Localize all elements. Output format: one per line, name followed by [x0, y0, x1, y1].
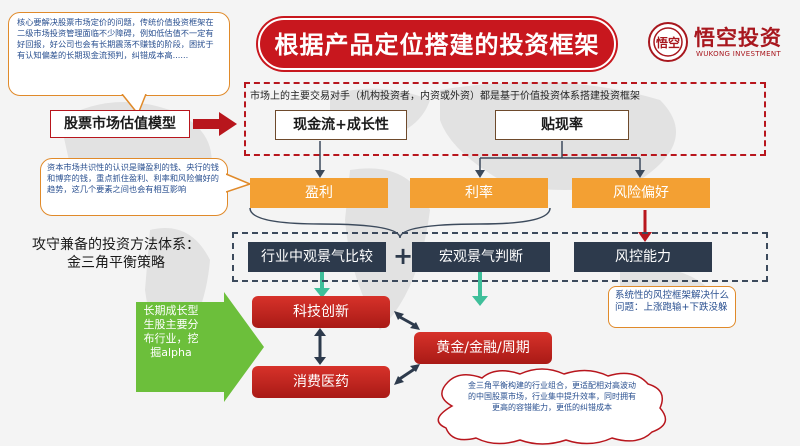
- methods-label: 攻守兼备的投资方法体系： 金三角平衡策略: [32, 236, 200, 272]
- logo-name: 悟空投资: [694, 26, 782, 50]
- callout-pricing-text: 核心要解决股票市场定价的问题，传统价值投资框架在二级市场投资管理面临不少障碍，例…: [17, 17, 214, 60]
- valuation-model-label: 股票市场估值模型: [50, 110, 190, 138]
- method-macro-judgement: 宏观景气判断: [412, 242, 550, 272]
- method-risk-control: 风控能力: [574, 242, 712, 272]
- methods-frame: [232, 232, 768, 282]
- callout-pricing-problem: 核心要解决股票市场定价的问题，传统价值投资框架在二级市场投资管理面临不少障碍，例…: [8, 12, 230, 96]
- logo-subtitle: WUKONG INVESTMENT: [696, 50, 781, 58]
- risk-control-note: 系统性的风控框架解决什么问题：上涨跑输+下跌没躲: [608, 286, 736, 328]
- callout-pointer-2: [226, 173, 252, 193]
- page-title: 根据产品定位搭建的投资框架: [258, 18, 616, 70]
- growth-arrow-text: 长期成长型生股主要分布行业，挖掘alpha: [143, 304, 199, 359]
- factor-earnings: 盈利: [250, 178, 388, 208]
- callout-consensus: 资本市场共识性的认识是赚盈利的钱、央行的钱和博弈的钱，重点抓住盈利、利率和风险偏…: [40, 158, 228, 216]
- sector-tech-innovation: 科技创新: [252, 296, 390, 328]
- risk-control-note-text: 系统性的风控框架解决什么问题：上涨跑输+下跌没躲: [615, 290, 730, 313]
- sector-gold-finance-cycle: 黄金/金融/周期: [414, 332, 552, 364]
- valuation-frame: [244, 82, 766, 156]
- method-industry-comparison: 行业中观景气比较: [248, 242, 386, 272]
- plus-sign: +: [393, 242, 414, 270]
- sector-consumer-healthcare: 消费医药: [252, 366, 390, 398]
- methods-label-line1: 攻守兼备的投资方法体系：: [32, 237, 200, 253]
- arrow-right-icon: [193, 112, 237, 136]
- factor-interest-rate: 利率: [410, 178, 548, 208]
- factor-risk-appetite: 风险偏好: [572, 178, 710, 208]
- cashflow-growth-box: 现金流+成长性: [275, 110, 407, 140]
- methods-label-line2: 金三角平衡策略: [67, 255, 165, 271]
- logo-seal-text: 悟空: [656, 35, 680, 50]
- cloud-shape: [437, 368, 667, 445]
- callout-consensus-text: 资本市场共识性的认识是赚盈利的钱、央行的钱和博弈的钱，重点抓住盈利、利率和风险偏…: [47, 162, 219, 194]
- green-arrow-icon: [136, 292, 264, 402]
- discount-rate-box: 贴现率: [495, 110, 629, 140]
- cloud-text: 金三角平衡构建的行业组合，更适配相对高波动的中国股票市场，行业集中提升效率，同时…: [468, 381, 636, 412]
- valuation-note: 市场上的主要交易对手（机构投资者，内资或外资）都是基于价值投资体系搭建投资框架: [250, 91, 640, 102]
- logo-seal-icon: 悟空: [648, 22, 688, 62]
